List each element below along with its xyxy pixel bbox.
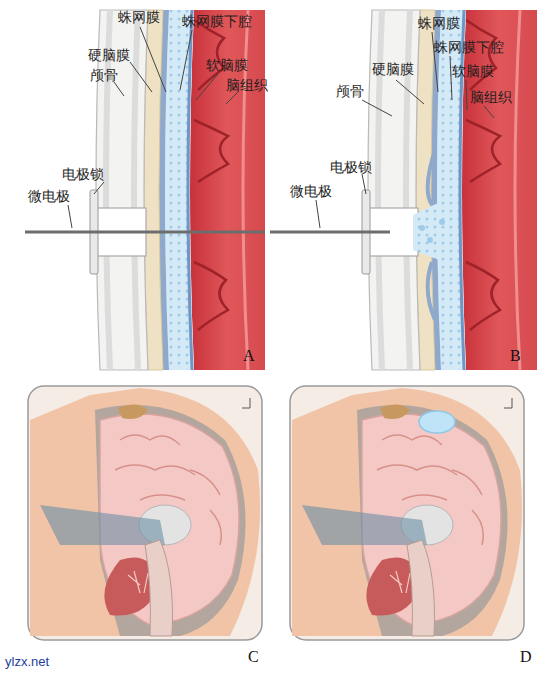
layer-label: 微电极	[28, 189, 70, 204]
head-panel-c	[28, 386, 262, 640]
layer-label: 电极锁	[330, 160, 372, 175]
layer-label: 硬脑膜	[372, 62, 414, 77]
csf-bubble	[419, 411, 455, 433]
layer-label: 蛛网膜	[118, 10, 160, 25]
layer-label: 硬脑膜	[88, 48, 130, 63]
layer-label: 颅骨	[90, 68, 118, 83]
layer-label: 脑组织	[226, 78, 268, 93]
layer-label: 蛛网膜下腔	[434, 40, 504, 55]
layer-label: 蛛网膜下腔	[182, 14, 252, 29]
panel-b-art	[270, 10, 537, 370]
layer-label: 脑组织	[470, 90, 512, 105]
panel-letter: D	[520, 648, 532, 666]
layer-label: 颅骨	[336, 84, 364, 99]
panel-letter: A	[243, 347, 255, 365]
panel-a-art	[25, 10, 265, 370]
layer-label: 微电极	[290, 184, 332, 199]
layer-label: 蛛网膜	[418, 16, 460, 31]
layer-label: 软脑膜	[452, 64, 494, 79]
panel-letter: C	[248, 648, 259, 666]
layer-label: 电极锁	[62, 167, 104, 182]
axis-icon	[242, 398, 512, 408]
panel-letter: B	[510, 347, 521, 365]
layer-label: 软脑膜	[206, 58, 248, 73]
watermark: ylzx.net	[5, 655, 49, 669]
